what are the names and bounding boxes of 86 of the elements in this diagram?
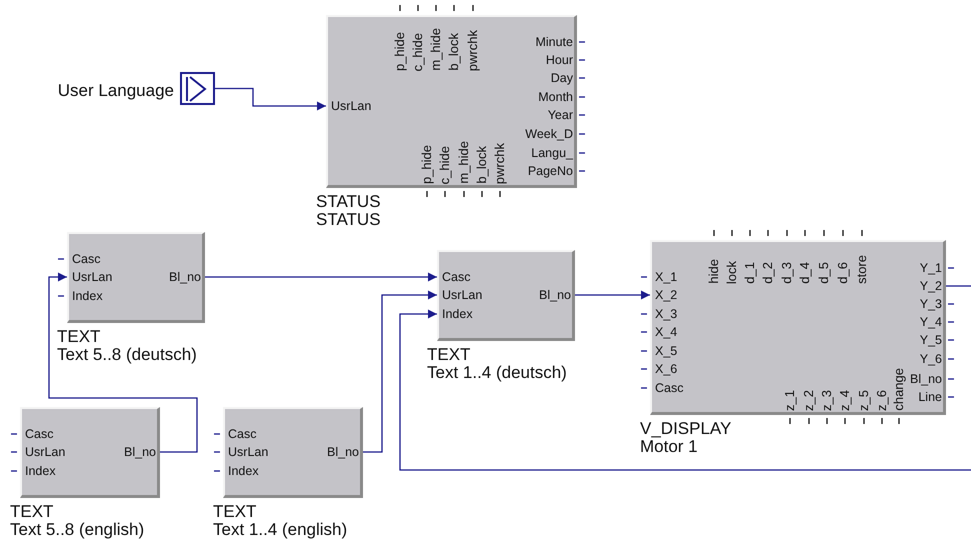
port-label: X_1	[655, 270, 678, 284]
port-label: Y_2	[920, 279, 942, 293]
block-instance-label: Text 1..4 (deutsch)	[427, 364, 567, 382]
port-label: Hour	[546, 53, 573, 67]
port-label: Y_5	[920, 333, 942, 347]
port-label: b_lock	[447, 33, 461, 71]
port-label: z_4	[838, 390, 852, 411]
port-label: m_hide	[457, 141, 471, 184]
signal-connector	[946, 285, 971, 287]
signal-connector	[363, 290, 437, 453]
block-instance-label: Text 1..4 (english)	[213, 521, 348, 539]
port-label: c_hide	[438, 146, 452, 184]
port-label: Index	[442, 307, 473, 321]
port-label: d_5	[817, 262, 831, 284]
port-label: X_6	[655, 362, 678, 376]
port-label: Bl_no	[910, 372, 942, 386]
port-label: pwrchk	[466, 30, 480, 71]
port-label: Y_6	[920, 352, 942, 366]
signal-connector	[205, 272, 437, 282]
port-label: z_5	[857, 390, 871, 411]
port-label: UsrLan	[442, 288, 482, 302]
port-label: d_2	[761, 262, 775, 284]
block-type-label: STATUS	[316, 193, 381, 211]
port-label: p_hide	[420, 144, 434, 184]
port-label: Langu_	[531, 146, 573, 160]
signal-connector	[215, 88, 326, 110]
port-label: Y_1	[920, 261, 942, 275]
port-label: d_4	[798, 262, 812, 284]
port-label: Month	[538, 90, 573, 104]
port-label: d_3	[780, 262, 794, 284]
port-label: UsrLan	[25, 445, 66, 459]
port-label: Bl_no	[124, 445, 156, 459]
port-label: UsrLan	[72, 270, 112, 284]
port-label: m_hide	[429, 28, 443, 71]
port-label: X_5	[655, 344, 678, 358]
signal-label: User Language	[58, 80, 174, 100]
port-label: Week_D	[525, 127, 573, 141]
port-label: Line	[918, 390, 942, 404]
port-label: Index	[25, 464, 56, 478]
port-label: Index	[72, 289, 103, 303]
block-type-label: TEXT	[57, 328, 100, 346]
port-label: lock	[725, 260, 739, 284]
port-label: z_3	[820, 390, 834, 411]
port-label: X_3	[655, 307, 678, 321]
port-label: d_6	[836, 262, 850, 284]
port-label: Index	[228, 464, 259, 478]
port-label: Casc	[442, 270, 470, 284]
port-label: pwrchk	[493, 142, 507, 184]
signal-connector	[48, 272, 198, 453]
port-label: X_4	[655, 325, 678, 339]
port-label: Y_4	[920, 315, 942, 329]
port-label: PageNo	[528, 164, 573, 178]
port-label: Year	[548, 108, 573, 122]
port-label: Casc	[25, 427, 54, 441]
port-label: Bl_no	[539, 288, 571, 302]
block-type-label: V_DISPLAY	[640, 420, 732, 438]
port-label: p_hide	[393, 32, 407, 71]
port-label: z_2	[802, 390, 816, 411]
port-label: Bl_no	[169, 270, 201, 284]
block-instance-label: Text 5..8 (english)	[10, 521, 144, 539]
block-instance-label: Motor 1	[640, 438, 698, 456]
port-label: Casc	[228, 427, 256, 441]
port-label: z_6	[875, 390, 889, 411]
port-label: Bl_no	[327, 445, 359, 459]
block-instance-label: Text 5..8 (deutsch)	[57, 346, 197, 364]
port-label: Y_3	[920, 297, 942, 311]
block-type-label: TEXT	[213, 503, 256, 521]
port-label: hide	[707, 259, 721, 284]
port-label: store	[855, 255, 869, 284]
port-label: UsrLan	[331, 99, 372, 113]
port-label: d_1	[743, 262, 757, 284]
signal-connector	[399, 310, 971, 471]
port-label: Minute	[535, 35, 573, 49]
block-type-label: TEXT	[427, 346, 470, 364]
port-label: Day	[550, 71, 573, 85]
port-label: X_2	[655, 288, 678, 302]
port-label: change	[892, 368, 906, 411]
port-label: z_1	[783, 390, 797, 411]
port-label: b_lock	[475, 146, 489, 184]
block-instance-label: STATUS	[316, 211, 381, 229]
block-type-label: TEXT	[10, 503, 54, 521]
port-label: Casc	[655, 381, 684, 395]
port-label: UsrLan	[228, 445, 268, 459]
port-label: Casc	[72, 252, 100, 266]
port-label: c_hide	[411, 32, 425, 71]
signal-connector	[575, 290, 650, 300]
